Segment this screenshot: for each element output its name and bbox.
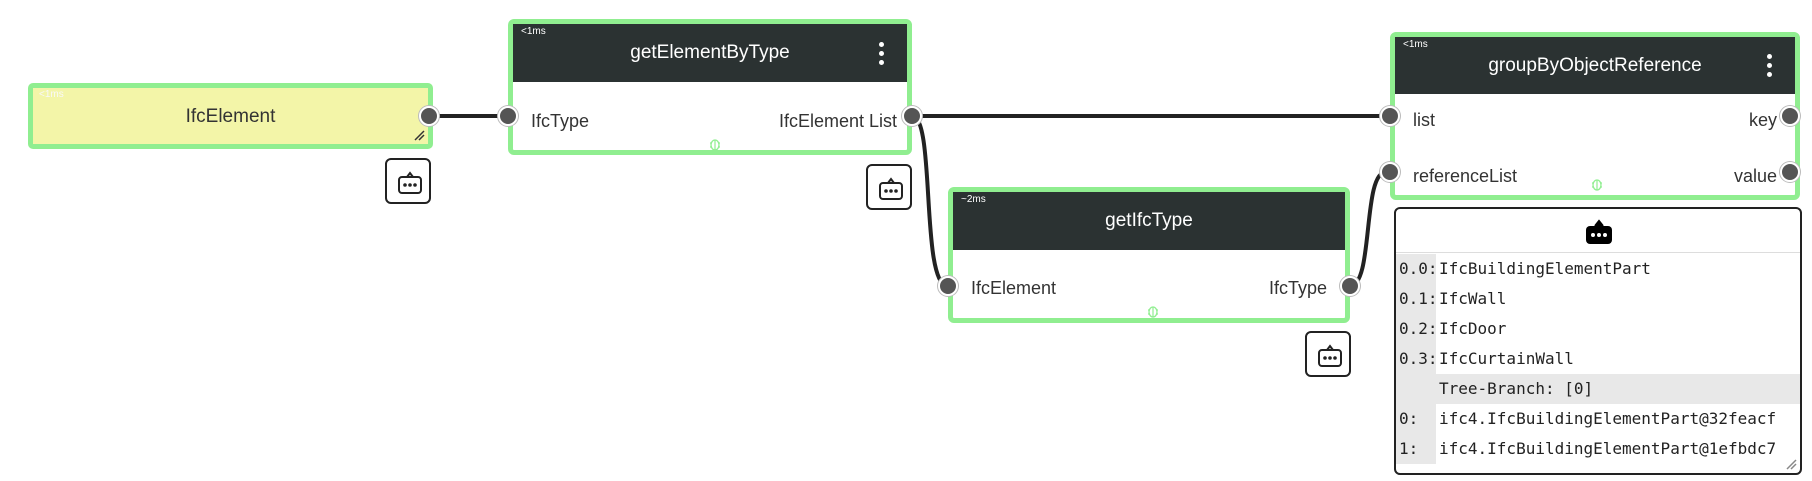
list-item: 0.2:IfcDoor [1396, 314, 1800, 344]
list-item: 0:ifc4.IfcBuildingElementPart@32feacf [1396, 404, 1800, 434]
tree-branch-row: Tree-Branch: [0] [1396, 374, 1800, 404]
row-index: 0: [1396, 404, 1436, 434]
ifcelement-output-port[interactable] [419, 106, 439, 126]
preview-toggle-button[interactable] [866, 164, 912, 210]
input-label-list: list [1413, 110, 1435, 130]
wire-ifctype-to-referencelist [1349, 170, 1387, 288]
row-value: IfcWall [1439, 289, 1507, 308]
ifcelement-input-port[interactable] [938, 276, 958, 296]
preview-toggle-button[interactable] [1305, 331, 1351, 377]
list-item: 0.0:IfcBuildingElementPart [1396, 254, 1800, 284]
preview-panel-header[interactable] [1396, 209, 1800, 253]
input-label: IfcElement [971, 278, 1057, 298]
row-value: Tree-Branch: [0] [1439, 379, 1594, 398]
output-label: IfcElement List [778, 111, 897, 131]
ifctype-input-port[interactable] [498, 106, 518, 126]
getelementbytype-node[interactable]: <1ms getElementByType IfcType IfcElement… [508, 19, 912, 155]
debug-bug-icon[interactable] [708, 137, 722, 151]
debug-bug-icon[interactable] [1146, 304, 1160, 318]
row-value: ifc4.IfcBuildingElementPart@1efbdc7 [1439, 439, 1777, 458]
groupbyobjectreference-node[interactable]: <1ms groupByObjectReference list referen… [1390, 32, 1800, 200]
preview-rows: 0.0:IfcBuildingElementPart 0.1:IfcWall 0… [1396, 254, 1800, 464]
row-value: ifc4.IfcBuildingElementPart@32feacf [1439, 409, 1777, 428]
elementlist-output-port[interactable] [902, 106, 922, 126]
node-timing: <1ms [1403, 39, 1428, 50]
node-timing: ~2ms [961, 194, 986, 205]
preview-icon [398, 171, 422, 194]
getifctype-node[interactable]: ~2ms getIfcType IfcElement IfcType [948, 187, 1350, 323]
output-label: IfcType [1268, 278, 1327, 298]
resize-grip-icon[interactable] [413, 129, 425, 141]
preview-icon [879, 177, 903, 200]
row-index: 0.2: [1396, 314, 1438, 344]
resize-grip-icon[interactable] [1785, 458, 1797, 470]
output-label-key: key [1748, 110, 1777, 130]
output-preview-panel[interactable]: 0.0:IfcBuildingElementPart 0.1:IfcWall 0… [1394, 207, 1802, 475]
key-output-port[interactable] [1780, 106, 1800, 126]
ifcelement-value-node[interactable]: <1ms IfcElement [28, 83, 433, 149]
debug-bug-icon[interactable] [1590, 177, 1604, 191]
row-index: 0.3: [1396, 344, 1438, 374]
list-item: 1:ifc4.IfcBuildingElementPart@1efbdc7 [1396, 434, 1800, 464]
node-title: groupByObjectReference [1488, 55, 1702, 76]
node-timing: <1ms [39, 89, 64, 100]
node-header[interactable]: <1ms getElementByType [513, 24, 907, 82]
row-index: 0.0: [1396, 254, 1438, 284]
value-output-port[interactable] [1780, 162, 1800, 182]
preview-icon [1318, 344, 1342, 367]
row-value: IfcDoor [1439, 319, 1507, 338]
node-title: getElementByType [630, 42, 790, 63]
referencelist-input-port[interactable] [1380, 162, 1400, 182]
row-index: 1: [1396, 434, 1436, 464]
wire-elementlist-to-ifcelement [911, 114, 949, 288]
node-title: IfcElement [185, 106, 276, 127]
preview-toggle-button[interactable] [385, 158, 431, 204]
node-header[interactable]: <1ms groupByObjectReference [1395, 37, 1795, 94]
node-menu-button[interactable] [1765, 37, 1773, 94]
row-value: IfcCurtainWall [1439, 349, 1574, 368]
node-timing: <1ms [521, 26, 546, 37]
node-header[interactable]: ~2ms getIfcType [953, 192, 1345, 250]
input-label-referencelist: referenceList [1413, 166, 1518, 186]
row-index [1396, 374, 1436, 404]
list-item: 0.1:IfcWall [1396, 284, 1800, 314]
ifctype-output-port[interactable] [1340, 276, 1360, 296]
input-label: IfcType [531, 111, 590, 131]
row-value: IfcBuildingElementPart [1439, 259, 1651, 278]
row-index: 0.1: [1396, 284, 1438, 314]
node-menu-button[interactable] [877, 24, 885, 82]
list-item: 0.3:IfcCurtainWall [1396, 344, 1800, 374]
output-label-value: value [1733, 166, 1777, 186]
node-title: getIfcType [1105, 210, 1193, 231]
preview-icon[interactable] [1584, 218, 1614, 246]
list-input-port[interactable] [1380, 106, 1400, 126]
